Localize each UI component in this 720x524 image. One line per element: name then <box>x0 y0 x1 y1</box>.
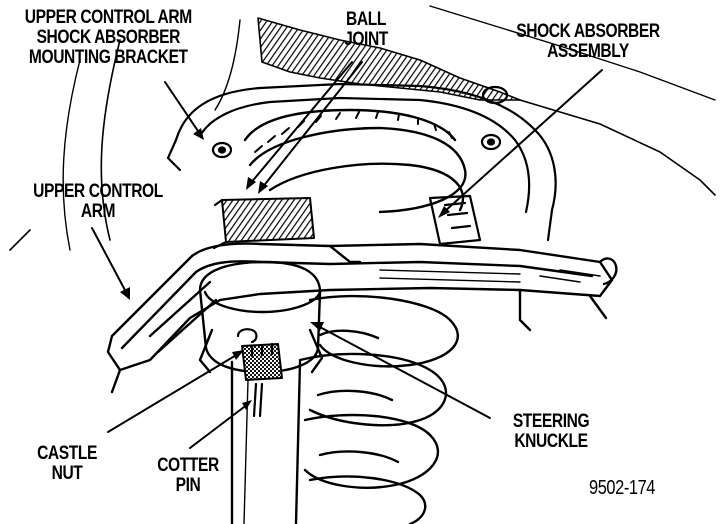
body-panel <box>9 5 716 251</box>
label-uca-line1: UPPER CONTROL <box>33 181 163 202</box>
label-bracket-line3: MOUNTING BRACKET <box>28 47 188 68</box>
label-castle-nut-line1: CASTLE <box>37 443 97 464</box>
label-castle-nut-line2: NUT <box>51 463 83 484</box>
label-bracket-line1: UPPER CONTROL ARM <box>24 7 192 28</box>
label-shock-absorber-assembly: SHOCK ABSORBER ASSEMBLY <box>498 22 678 62</box>
cotter-pin-drawing <box>252 382 264 418</box>
label-uca-line2: ARM <box>80 201 116 222</box>
upper-control-arm-drawing <box>106 242 618 394</box>
shock-absorber-body <box>428 194 482 246</box>
label-cotter-pin-line1: COTTER <box>157 455 219 476</box>
figure-number: 9502-174 <box>573 478 671 498</box>
label-steering-knuckle: STEERING KNUCKLE <box>498 412 605 452</box>
label-castle-nut: CASTLE NUT <box>30 444 104 484</box>
figure-number-text: 9502-174 <box>588 477 656 499</box>
spring-seat-ticks <box>254 111 453 153</box>
arrowheads <box>120 128 450 410</box>
label-knuckle-line2: KNUCKLE <box>514 431 588 452</box>
steering-knuckle-drawing <box>198 260 324 524</box>
label-ball-joint: BALL JOINT <box>333 10 399 50</box>
castle-nut-drawing <box>236 328 283 381</box>
label-upper-control-arm-bracket: UPPER CONTROL ARM SHOCK ABSORBER MOUNTIN… <box>14 8 203 68</box>
label-ball-joint-line2: JOINT <box>344 29 388 50</box>
label-shock-line1: SHOCK ABSORBER <box>516 21 660 42</box>
coil-spring <box>243 108 467 524</box>
ball-joint-drawing <box>212 197 315 250</box>
label-cotter-pin: COTTER PIN <box>147 456 229 496</box>
label-cotter-pin-line2: PIN <box>175 475 201 496</box>
label-ball-joint-line1: BALL <box>346 9 386 30</box>
label-upper-control-arm: UPPER CONTROL ARM <box>24 182 172 222</box>
leader-lines <box>91 61 603 449</box>
mounting-bracket-drawing <box>166 82 557 242</box>
label-shock-line2: ASSEMBLY <box>547 41 629 62</box>
label-knuckle-line1: STEERING <box>512 411 590 432</box>
label-bracket-line2: SHOCK ABSORBER <box>36 27 181 48</box>
